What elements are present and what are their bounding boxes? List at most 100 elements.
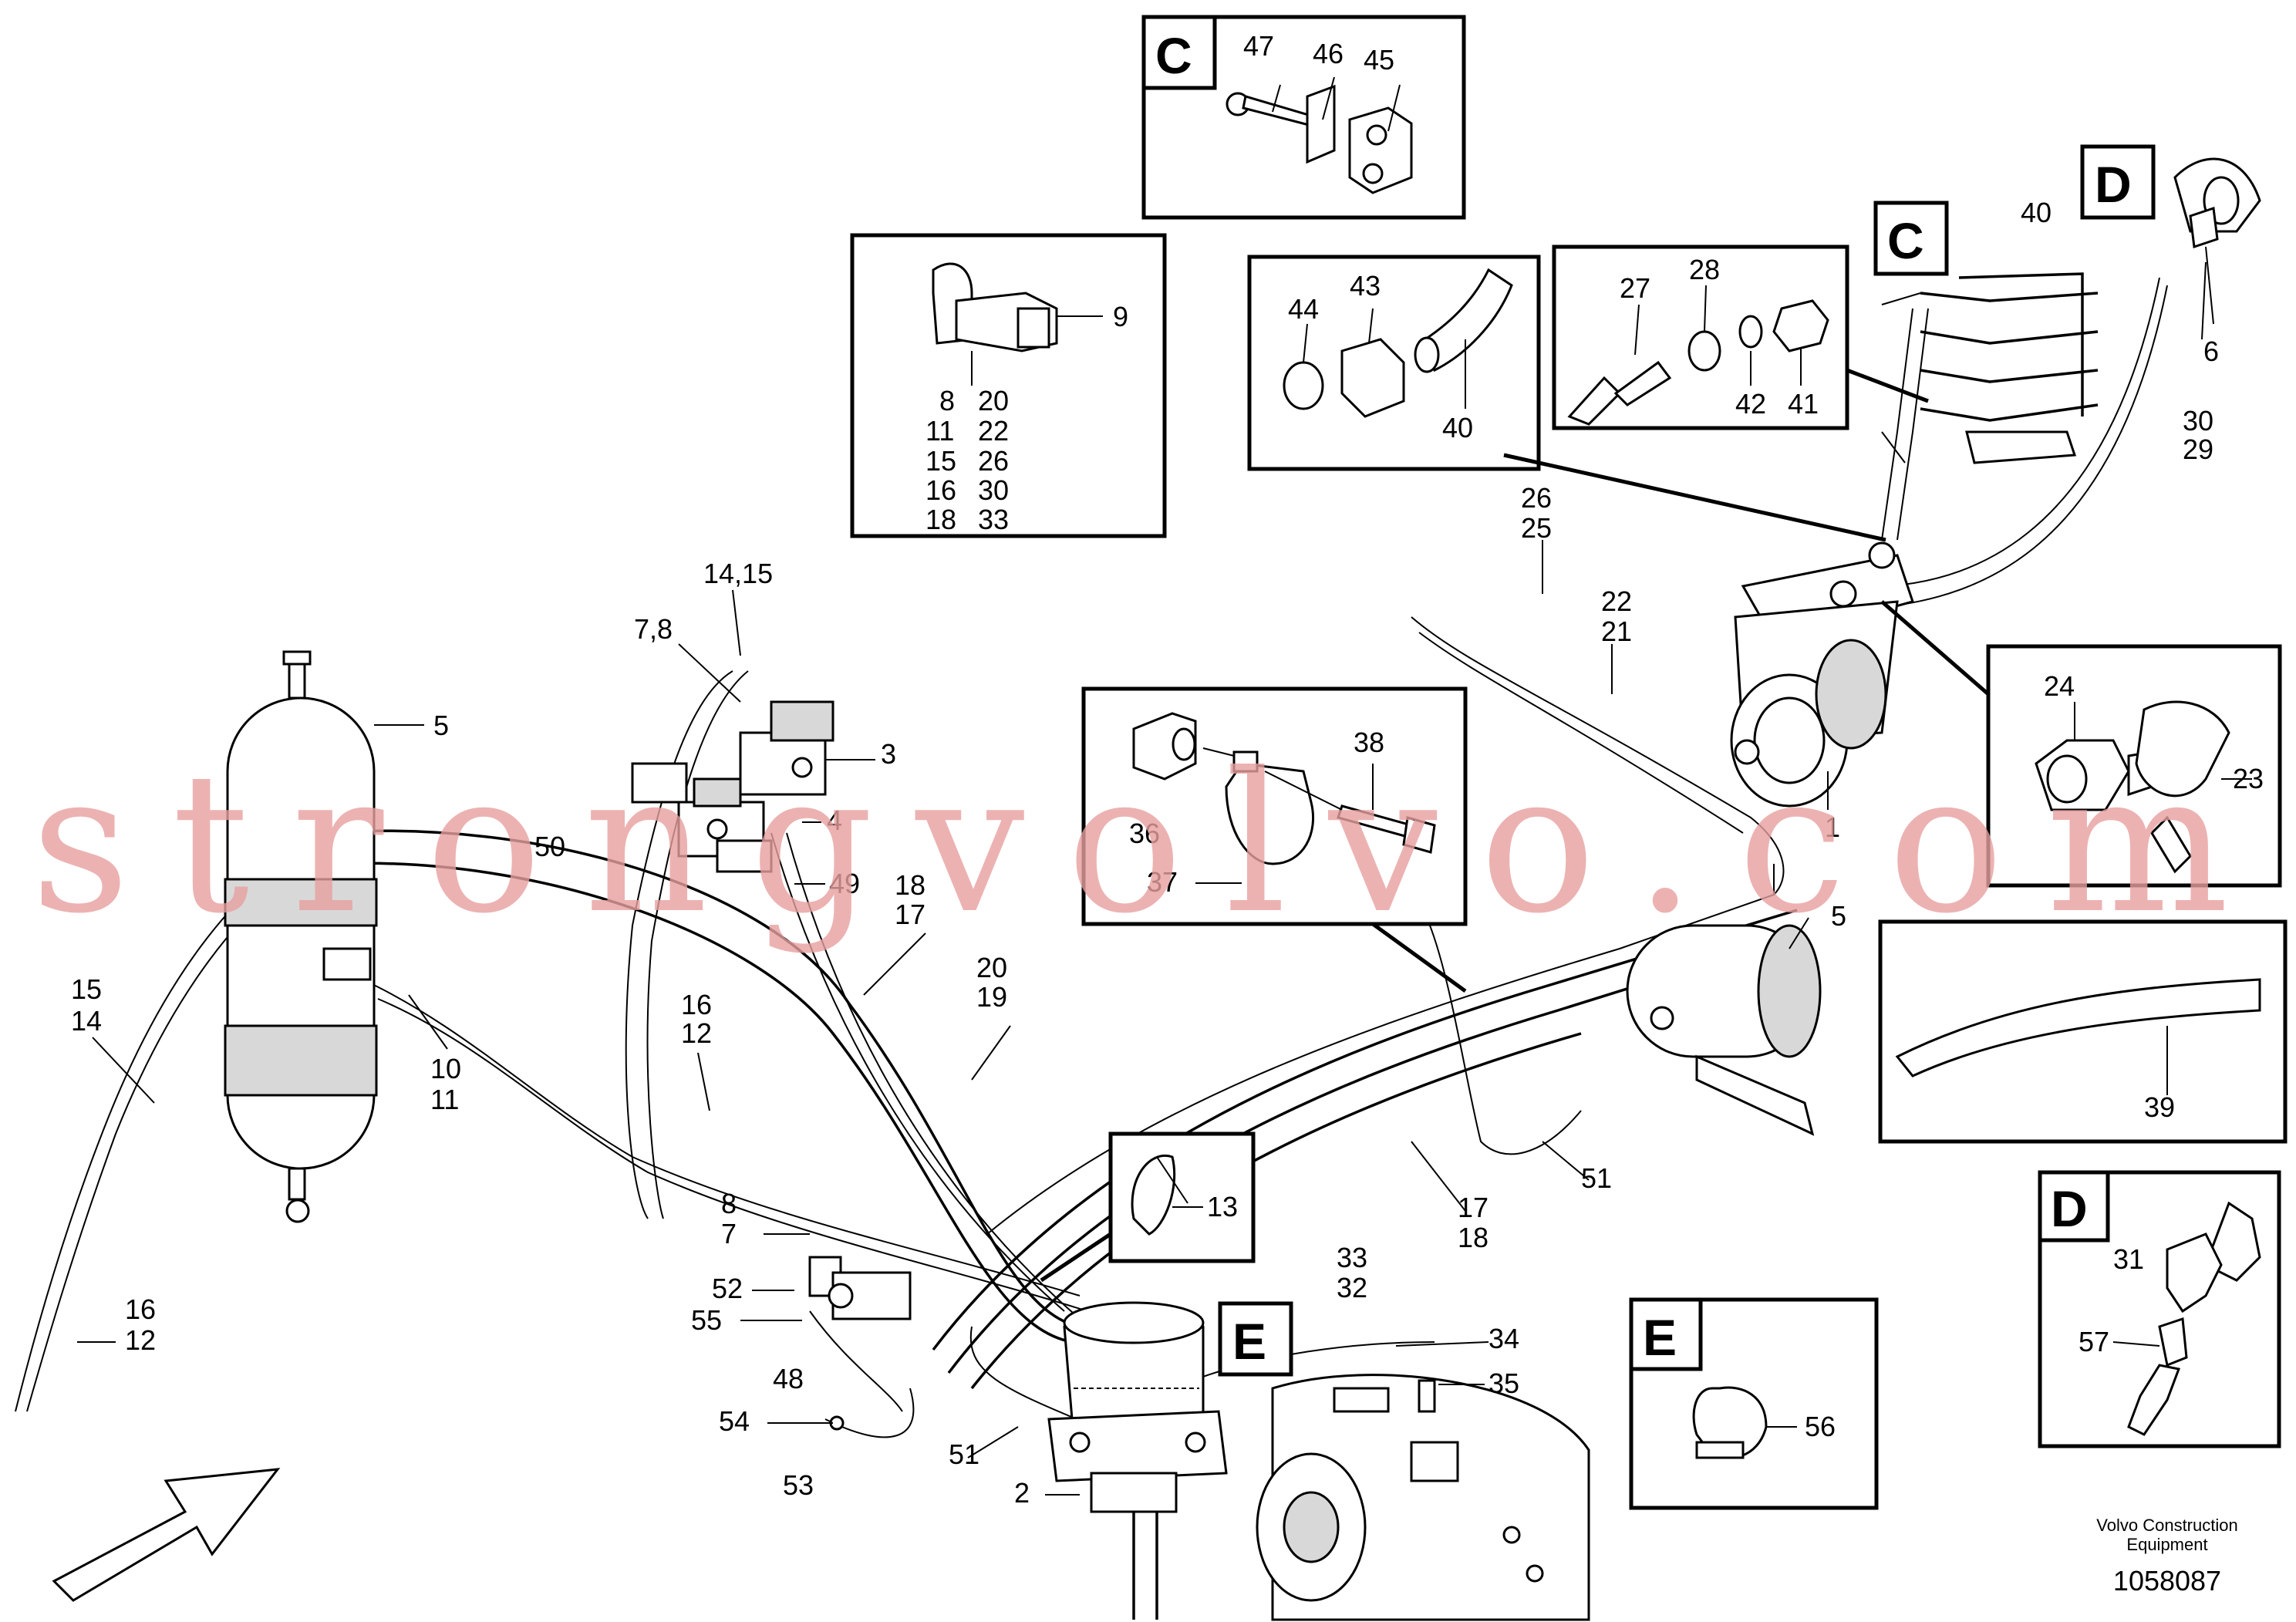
callout-19: 19 — [976, 981, 1007, 1013]
detail-box-fittings — [1247, 255, 1541, 471]
detail-box-e-clip: E — [1629, 1297, 1879, 1510]
callout-44: 44 — [1288, 293, 1319, 325]
callout-16: 16 — [925, 474, 956, 506]
callout-34: 34 — [1489, 1323, 1519, 1354]
detail-letter-box-e-dryer — [1218, 1301, 1293, 1377]
detail-box-clamp — [1081, 686, 1468, 926]
callout-22-b: 22 — [1601, 585, 1632, 617]
callout-38: 38 — [1354, 727, 1384, 758]
compressor — [1730, 541, 1914, 808]
callout-36: 36 — [1129, 818, 1160, 849]
callout-2: 2 — [1014, 1477, 1030, 1509]
detail-letter-d-top: D — [2095, 156, 2132, 213]
axle-housing — [1256, 1374, 1590, 1621]
callout-12-b: 12 — [681, 1017, 712, 1049]
callout-40-b: 40 — [2021, 197, 2052, 228]
callout-26: 26 — [978, 445, 1009, 477]
callout-8-b: 8 — [721, 1188, 737, 1219]
footer-company-line2: Equipment — [2126, 1535, 2207, 1554]
callout-49: 49 — [829, 868, 860, 899]
callout-13: 13 — [1207, 1191, 1238, 1222]
callout-18: 18 — [925, 504, 956, 535]
callout-17-b: 17 — [895, 899, 925, 930]
detail-letter-c-right: C — [1887, 212, 1924, 269]
detail-box-c-top: C — [1141, 15, 1466, 220]
pointer-c-b — [1846, 368, 1929, 403]
air-tank-right — [1626, 924, 1822, 1136]
callout-29: 29 — [2183, 433, 2213, 465]
detail-box-sensor-fitting — [1986, 644, 2282, 888]
callout-14-15: 14,15 — [703, 558, 773, 589]
callout-41: 41 — [1788, 388, 1819, 420]
callout-46: 46 — [1313, 38, 1344, 69]
callout-45: 45 — [1364, 44, 1394, 76]
callout-48: 48 — [773, 1363, 804, 1394]
detail-letter-box-c-right — [1873, 201, 1949, 276]
callout-33: 33 — [978, 504, 1009, 535]
callout-57: 57 — [2079, 1326, 2109, 1357]
callout-7-8: 7,8 — [634, 613, 673, 645]
callout-31: 31 — [2113, 1243, 2144, 1275]
callout-5-left: 5 — [433, 710, 449, 741]
detail-letter-c-top: C — [1155, 27, 1192, 84]
callout-3: 3 — [881, 738, 896, 770]
detail-letter-d-box: D — [2051, 1180, 2088, 1237]
pointer-c-a — [1503, 453, 1886, 542]
callout-16-b: 16 — [681, 989, 712, 1020]
callout-32: 32 — [1337, 1272, 1367, 1303]
footer-company-line1: Volvo Construction — [2096, 1516, 2237, 1535]
footer-drawing-number: 1058087 — [2113, 1565, 2221, 1597]
callout-30: 30 — [978, 474, 1009, 506]
callout-53: 53 — [783, 1469, 814, 1501]
detail-box-d-sensor: D — [2038, 1170, 2281, 1448]
cooling-coil — [1881, 272, 2099, 464]
callout-43: 43 — [1350, 270, 1381, 302]
callout-22: 22 — [978, 415, 1009, 447]
small-valve — [808, 1256, 915, 1438]
callout-14-b: 14 — [71, 1005, 102, 1037]
callout-11-b: 11 — [430, 1084, 459, 1115]
callout-8: 8 — [939, 385, 955, 416]
callout-26-b: 26 — [1521, 482, 1552, 514]
valve-block — [631, 700, 834, 873]
detail-box-cable-tie — [1108, 1131, 1256, 1263]
callout-47: 47 — [1243, 30, 1274, 62]
callout-5-right: 5 — [1831, 900, 1846, 932]
callout-9: 9 — [1113, 301, 1128, 332]
callout-20: 20 — [978, 385, 1009, 416]
callout-54: 54 — [719, 1405, 750, 1437]
callout-23: 23 — [2233, 763, 2264, 794]
cable-tie-pointer — [1040, 1232, 1112, 1283]
callout-35: 35 — [1489, 1367, 1519, 1399]
detail-box-c-fittings — [1552, 244, 1849, 430]
callout-56: 56 — [1805, 1411, 1836, 1442]
leader-lines — [77, 261, 2207, 1496]
callout-1: 1 — [1825, 811, 1840, 843]
callout-24: 24 — [2044, 670, 2075, 702]
callout-12-c: 12 — [125, 1324, 156, 1356]
callout-18-b: 18 — [895, 869, 925, 901]
callout-33-b: 33 — [1337, 1242, 1367, 1273]
callout-37: 37 — [1147, 866, 1178, 898]
callout-18-c: 18 — [1458, 1222, 1489, 1253]
pointer-box-24 — [1880, 600, 1990, 696]
air-tank-left — [224, 650, 378, 1223]
callout-15: 15 — [925, 445, 956, 477]
callout-20-b: 20 — [976, 952, 1007, 983]
callout-39: 39 — [2144, 1091, 2175, 1123]
callout-21: 21 — [1601, 615, 1632, 647]
callout-25: 25 — [1521, 512, 1552, 544]
callout-16-c: 16 — [125, 1293, 156, 1325]
callout-27: 27 — [1620, 272, 1650, 304]
callout-11: 11 — [925, 415, 954, 447]
callout-52: 52 — [712, 1273, 743, 1304]
callout-numbers: 47 46 45 9 8 20 11 22 15 26 16 30 18 33 … — [71, 30, 2264, 1509]
callout-55: 55 — [691, 1304, 722, 1336]
callout-30-b: 30 — [2183, 405, 2213, 437]
direction-arrow — [52, 1468, 281, 1602]
callout-6: 6 — [2203, 336, 2219, 367]
detail-box-clip — [850, 233, 1167, 538]
callout-7-b: 7 — [721, 1218, 737, 1249]
watermark: strongvolvo.com — [31, 731, 2229, 956]
